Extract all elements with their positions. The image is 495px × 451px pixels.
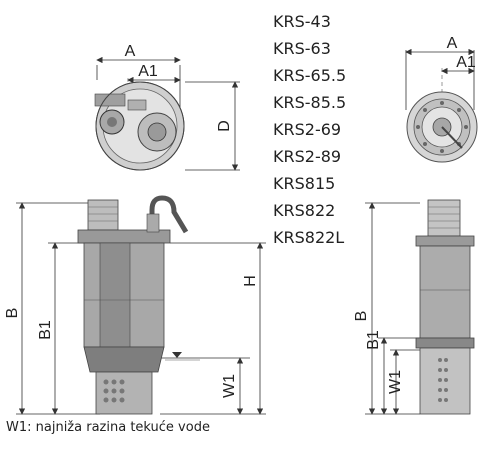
footnote: W1: najniža razina tekuće vode [6, 420, 210, 435]
right-side-view [365, 199, 475, 415]
label-b1-right: B1 [365, 330, 382, 350]
label-b-right: B [353, 311, 370, 322]
label-w1-left: W1 [221, 374, 238, 398]
label-d: D [216, 120, 233, 132]
model-item: KRS822 [273, 201, 336, 220]
label-a1-right: A1 [456, 54, 476, 71]
label-a-right: A [447, 35, 458, 52]
label-a1-left: A1 [138, 63, 158, 80]
model-item: KRS-85.5 [273, 93, 347, 112]
label-h: H [242, 275, 259, 287]
model-item: KRS-43 [273, 12, 331, 31]
label-a-left: A [125, 43, 136, 60]
model-item: KRS2-69 [273, 120, 342, 139]
model-item: KRS-65.5 [273, 66, 347, 85]
model-item: KRS2-89 [273, 147, 342, 166]
left-top-view [94, 56, 240, 171]
label-b1-left: B1 [37, 320, 54, 340]
model-item: KRS815 [273, 174, 336, 193]
model-item: KRS822L [273, 228, 345, 247]
model-item: KRS-63 [273, 39, 331, 58]
right-top-view [405, 48, 478, 163]
label-b-left: B [4, 308, 21, 319]
left-side-view [16, 195, 266, 415]
label-w1-right: W1 [387, 370, 404, 394]
